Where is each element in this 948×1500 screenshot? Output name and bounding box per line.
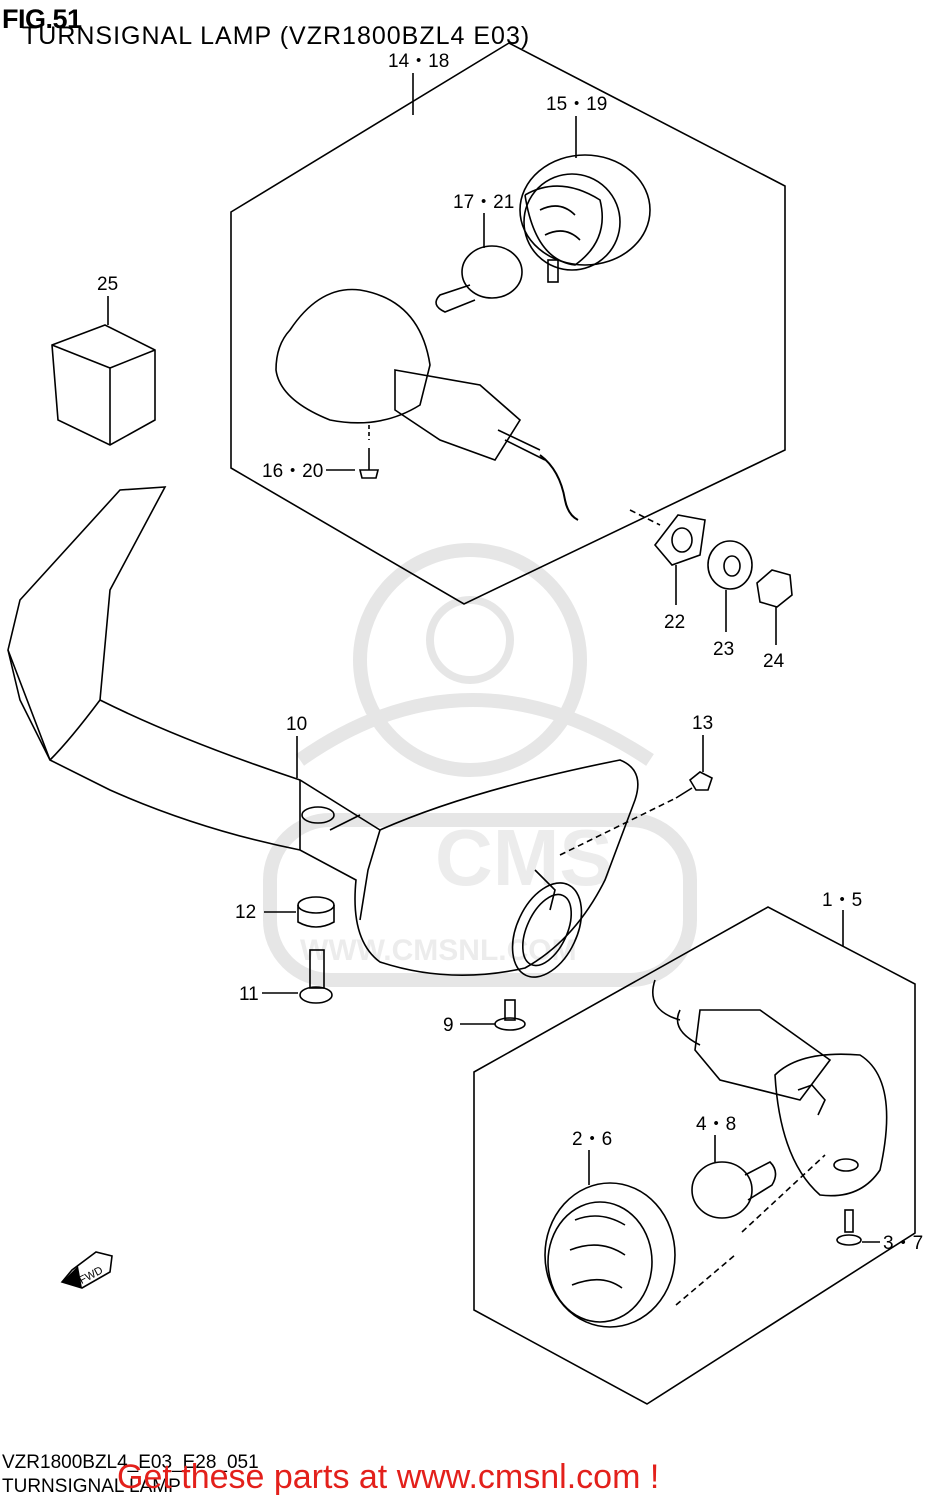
callout-9: 9	[443, 1015, 454, 1036]
watermark	[263, 543, 697, 987]
front-lamp-body	[652, 979, 888, 1197]
screw-9	[460, 999, 526, 1031]
washer-23	[707, 540, 753, 590]
lens-2-6	[544, 1182, 676, 1328]
diagram-name: TURNSIGNAL LAMP	[2, 1476, 181, 1497]
callout-24: 24	[763, 651, 785, 672]
figure-title: TURNSIGNAL LAMP (VZR1800BZL4 E03)	[22, 22, 531, 50]
lower-assembly	[473, 906, 916, 1405]
diagram-code: VZR1800BZL4_E03_E28_051	[2, 1452, 259, 1473]
screw-13	[559, 735, 713, 856]
callout-4-8: 4・8	[696, 1114, 736, 1135]
bulb-4-8	[691, 1161, 777, 1219]
callout-22: 22	[664, 612, 685, 633]
fwd-arrow-icon: FWD	[60, 1251, 113, 1289]
promo-link[interactable]: Get these parts at www.cmsnl.com !	[117, 1458, 660, 1496]
callout-15-19: 15・19	[546, 94, 607, 115]
callout-17-21: 17・21	[453, 192, 514, 213]
screw-3-7	[836, 1209, 880, 1246]
upper-assembly	[230, 42, 786, 605]
callout-23: 23	[713, 639, 734, 660]
fasteners-22-24	[629, 509, 793, 645]
callout-11: 11	[239, 984, 259, 1005]
relay-25	[51, 296, 156, 446]
bulb-17-21	[435, 245, 523, 313]
screw-16-20	[358, 448, 380, 479]
grommet-12	[264, 896, 335, 928]
watermark-mascot-head	[353, 543, 587, 777]
bracket-10	[7, 486, 639, 978]
callout-14-18: 14・18	[388, 51, 449, 72]
nut-24	[756, 569, 793, 608]
watermark-url-text: WWW.CMSNL.COM	[300, 934, 577, 967]
watermark-logo-text: CMS	[435, 813, 613, 902]
callout-2-6: 2・6	[572, 1129, 612, 1150]
callout-10: 10	[286, 714, 307, 735]
callout-3-7: 3・7	[883, 1233, 923, 1254]
figure-number: FIG.51	[2, 4, 82, 34]
callout-25: 25	[97, 274, 118, 295]
watermark-mascot-face	[426, 596, 514, 684]
callout-13: 13	[692, 713, 713, 734]
bolt-11	[262, 949, 333, 1004]
washer-22	[653, 514, 706, 566]
watermark-mascot-cap	[295, 693, 654, 766]
lamp-body	[275, 288, 579, 521]
watermark-badge	[263, 813, 697, 987]
upper-hexagon-frame	[230, 42, 786, 605]
callout-1-5: 1・5	[822, 890, 862, 911]
lens-housing-15-19	[519, 154, 651, 283]
callout-12: 12	[235, 902, 256, 923]
callout-16-20: 16・20	[262, 461, 323, 482]
lower-hexagon-frame	[473, 906, 916, 1405]
